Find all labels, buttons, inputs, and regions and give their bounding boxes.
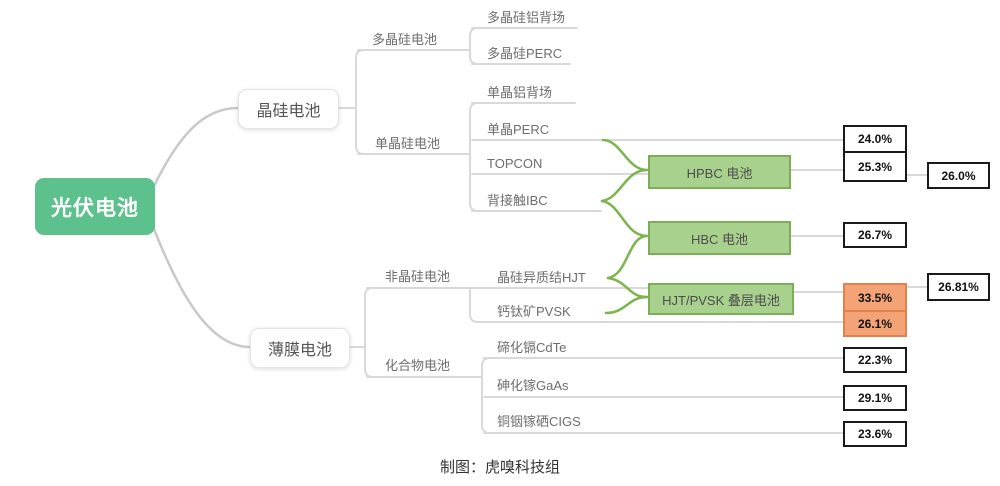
leaf-hjt[interactable]: 晶硅异质结HJT — [497, 270, 586, 285]
eff-hbc[interactable]: 26.7% — [843, 222, 907, 248]
node-root[interactable]: 光伏电池 — [35, 178, 155, 235]
eff-mono-perc[interactable]: 24.0% — [843, 125, 907, 153]
summary-hjt-pvsk-tandem[interactable]: HJT/PVSK 叠层电池 — [648, 283, 794, 315]
leaf-poly-al-bsf[interactable]: 多晶硅铝背场 — [487, 10, 566, 25]
brace-ibc-to-hbc — [600, 199, 649, 238]
leaf-pvsk[interactable]: 钙钛矿PVSK — [497, 304, 571, 319]
summary-hbc[interactable]: HBC 电池 — [648, 221, 791, 255]
leaf-cdte[interactable]: 碲化镉CdTe — [497, 340, 567, 355]
bracket-crystalline-children — [355, 49, 365, 155]
leaf-mono-al-bsf[interactable]: 单晶铝背场 — [487, 85, 553, 100]
brace-pvsk-to-tandem — [604, 295, 649, 315]
eff-gaas[interactable]: 29.1% — [843, 385, 907, 411]
eff-pvsk[interactable]: 26.1% — [843, 310, 907, 337]
root-branch-curves — [150, 106, 252, 349]
brace-mono-perc-to-hpbc — [601, 138, 649, 172]
eff-cdte[interactable]: 22.3% — [843, 347, 907, 373]
eff-cigs[interactable]: 23.6% — [843, 421, 907, 447]
caption-credit: 制图：虎嗅科技组 — [439, 460, 560, 476]
connector-root-to-crystalline — [150, 106, 240, 192]
eff-hpbc[interactable]: 25.3% — [843, 151, 907, 182]
green-brace-connectors — [600, 138, 649, 315]
leaf-mono-perc[interactable]: 单晶PERC — [487, 122, 550, 137]
node-poly-si[interactable]: 多晶硅电池 — [372, 32, 438, 47]
summary-hpbc[interactable]: HPBC 电池 — [648, 155, 791, 189]
eff-hpbc-best[interactable]: 26.0% — [927, 162, 990, 189]
eff-tandem[interactable]: 33.5% — [843, 283, 907, 312]
bracket-amorphous-children — [469, 287, 479, 323]
leaf-gaas[interactable]: 砷化镓GaAs — [497, 378, 569, 393]
brace-ibc-to-hpbc — [600, 168, 649, 203]
brace-hjt-to-hbc — [606, 234, 649, 280]
bracket-compound-children — [481, 357, 491, 434]
bracket-poly-si-children — [469, 27, 479, 65]
connector-root-to-thin-film — [150, 222, 252, 349]
leaf-ibc[interactable]: 背接触IBC — [487, 193, 548, 208]
leaf-poly-perc[interactable]: 多晶硅PERC — [487, 46, 563, 61]
node-thin-film[interactable]: 薄膜电池 — [250, 328, 350, 368]
node-crystalline-si[interactable]: 晶硅电池 — [238, 89, 339, 129]
leaf-topcon[interactable]: TOPCON — [487, 156, 543, 171]
gray-connectors — [336, 27, 928, 434]
bracket-thin-film-children — [364, 287, 374, 378]
eff-tandem-best[interactable]: 26.81% — [927, 273, 990, 301]
bracket-mono-si-children — [469, 102, 479, 212]
node-compound[interactable]: 化合物电池 — [385, 358, 451, 373]
node-mono-si[interactable]: 单晶硅电池 — [375, 136, 441, 151]
node-amorphous-si[interactable]: 非晶硅电池 — [385, 269, 451, 284]
leaf-cigs[interactable]: 铜铟镓硒CIGS — [497, 414, 581, 429]
